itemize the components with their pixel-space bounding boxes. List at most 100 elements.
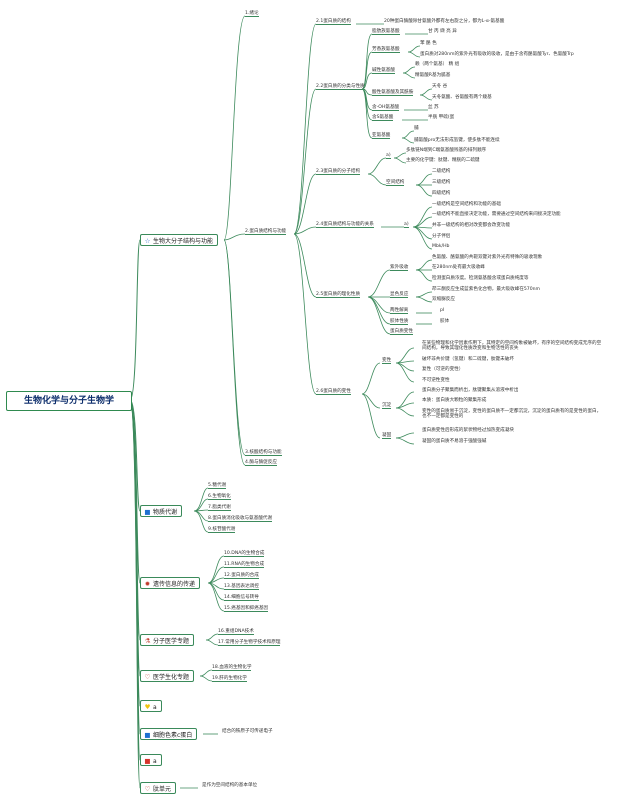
aa-sulfur[interactable]: 含S氨基酸 <box>372 115 394 122</box>
prop-color-reaction[interactable]: 显色反应 <box>390 292 409 299</box>
star-icon: ☆ <box>144 237 151 245</box>
note-text: 色氨酸、酪氨酸的共轭双键对紫外光有特殊的吸收现象 <box>432 255 543 260</box>
flag-icon: ■ <box>144 508 151 516</box>
peptide-unit-note: 是作为空间结构的基本单位 <box>202 783 258 788</box>
structure-function-a[interactable]: a) <box>404 222 409 229</box>
genetic-item[interactable]: 14.细胞信号转导 <box>224 595 259 602</box>
genetic-item[interactable]: 15.癌基因和抑癌基因 <box>224 606 269 613</box>
prop-uv-absorption[interactable]: 紫外吸收 <box>390 265 409 272</box>
section-2-2[interactable]: 2.2蛋白质的分类与性质 <box>316 84 365 91</box>
metabolism-item[interactable]: 7.脂类代谢 <box>208 505 231 512</box>
branch-metabolism[interactable]: ■物质代谢 <box>140 505 183 517</box>
note-text: 蛋白质分子聚集而析出，肽键聚集从溶液中析出 <box>422 388 519 393</box>
flag-icon: ■ <box>144 757 151 765</box>
note-text: 双缩脲反应 <box>432 297 455 302</box>
note-text: 复性（可逆的变性） <box>422 367 464 372</box>
note-text: 赖（两个氨基） 精 组 <box>415 62 460 67</box>
branch-medical-biochem[interactable]: ♡医学生化专题 <box>140 670 195 682</box>
note-text: 变性的蛋白质易于沉淀，变性的蛋白质不一定都沉淀，沉淀的蛋白质有的是变性的蛋白，也… <box>422 409 602 420</box>
note-text: 凝固的蛋白质不易溶于强酸强碱 <box>422 439 487 444</box>
flag-icon: ■ <box>144 731 151 739</box>
medbio-item[interactable]: 18.血液的生物化学 <box>212 665 252 672</box>
section-2-1[interactable]: 2.1蛋白质的结构 <box>316 19 351 26</box>
note-text: 三级结构 <box>432 180 451 185</box>
edge-root-b1 <box>129 239 141 401</box>
branch-biomacromolecules[interactable]: ☆生物大分子结构与功能 <box>140 234 219 246</box>
genetic-item[interactable]: 11.RNA的生物合成 <box>224 562 265 569</box>
molmed-item[interactable]: 16.重组DNA技术 <box>218 629 254 636</box>
note-text: 茚三酮反应生成蓝紫色化合物，最大吸收峰在570nm <box>432 287 541 292</box>
note-text: 脯氨酸pro无法形成氢键，使多肽不能连续 <box>414 138 500 143</box>
branch-a-red[interactable]: ■a <box>140 754 162 766</box>
note-text: 蛋白质对280nm的紫外光有吸收的吸收，是由于含有酪氨酸Tyr、色氨酸Trp <box>420 52 574 57</box>
aa-nonpolar[interactable]: 脂肪族氨基酸 <box>372 29 400 36</box>
genetic-item[interactable]: 12.蛋白质的合成 <box>224 573 259 580</box>
aa-imino[interactable]: 亚氨基酸 <box>372 133 391 140</box>
branch-a-yellow[interactable]: ♥a <box>140 700 162 712</box>
branch-peptide-unit[interactable]: ♡肽单元 <box>140 782 177 794</box>
branch-label: 物质代谢 <box>153 509 178 516</box>
branch-cytochrome-c[interactable]: ■细胞色素c蛋白 <box>140 728 198 740</box>
note-text: 多肽链N端到C端氨基酸残基的排列顺序 <box>406 148 487 153</box>
section-2-4[interactable]: 2.4蛋白质结构与功能的关系 <box>316 222 374 229</box>
note-text: 检测蛋白质浓度。检测氨基酸含或蛋白质纯度等 <box>432 276 529 281</box>
note-text: 天冬氨酸、谷氨酸有两个羧基 <box>432 95 492 100</box>
branch-molecular-medicine[interactable]: ⚗分子医学专题 <box>140 634 195 646</box>
branch-label: 医学生化专题 <box>153 674 190 681</box>
note-text: 并非一级结构的相对改变都会改变功能 <box>432 223 511 228</box>
metabolism-item[interactable]: 6.生物氧化 <box>208 494 231 501</box>
note-text: 不可逆性变性 <box>422 378 450 383</box>
note-text: 在280nm处有最大吸收峰 <box>432 265 485 270</box>
aa-basic[interactable]: 碱性氨基酸 <box>372 68 395 75</box>
topic-introduction[interactable]: 1.绪论 <box>245 11 259 18</box>
denature-node[interactable]: 变性 <box>382 358 392 365</box>
coagulation-node[interactable]: 凝固 <box>382 433 392 440</box>
metabolism-item[interactable]: 5.糖代谢 <box>208 483 227 490</box>
note-text: 分子伴侣 <box>432 234 451 239</box>
prop-denature[interactable]: 蛋白质变性 <box>390 329 413 336</box>
note-text: 胶体 <box>440 319 450 324</box>
gear-icon: ✹ <box>144 580 151 588</box>
section-2-6[interactable]: 2.6蛋白质的变性 <box>316 389 351 396</box>
note-text: 天冬 谷 <box>432 84 448 89</box>
flask-icon: ⚗ <box>144 637 151 645</box>
note-text: 甘 丙 缬 亮 异 <box>428 29 457 34</box>
aa-acidic[interactable]: 酸性氨基酸及其酰胺 <box>372 90 414 97</box>
topic-protein[interactable]: 2.蛋白质结构与功能 <box>245 229 287 236</box>
prop-amphoteric[interactable]: 两性解离 <box>390 308 409 315</box>
branch-label: a <box>153 758 157 765</box>
note-text: 苯 酪 色 <box>420 41 437 46</box>
note-text: 精氨酸R基为胍基 <box>415 73 451 78</box>
note-2-1: 20种蛋白酶酸除甘氨酸外都有左右旋之分，都为L-α-氨基酸 <box>384 19 505 24</box>
structure-spatial[interactable]: 空间结构 <box>386 180 405 187</box>
topic-nucleic-acid[interactable]: 3.核酸结构与功能 <box>245 450 282 457</box>
edge-root-b9 <box>129 399 141 789</box>
structure-primary[interactable]: a) <box>386 153 391 160</box>
section-2-5[interactable]: 2.5蛋白质的理化性质 <box>316 292 361 299</box>
note-text: 半胱 甲硫(蛋 <box>428 115 455 120</box>
branch-label: 遗传信息的传递 <box>153 581 196 588</box>
note-text: 四级结构 <box>432 191 451 196</box>
note-text: 在某些物理和化学因素作用下，其特定的空间构象被破坏，有序的空间结构变成无序的空间… <box>422 341 602 352</box>
root-node[interactable]: 生物化学与分子生物学 <box>6 391 132 411</box>
note-text: 二级结构 <box>432 169 451 174</box>
aa-aromatic[interactable]: 芳香族氨基酸 <box>372 47 400 54</box>
precipitation-node[interactable]: 沉淀 <box>382 403 392 410</box>
metabolism-item[interactable]: 8.蛋白质消化吸收与氨基酸代谢 <box>208 516 273 523</box>
topic-enzymes[interactable]: 4.酶与酶促反应 <box>245 460 277 467</box>
molmed-item[interactable]: 17.常用分子生物学技术和原理 <box>218 640 281 647</box>
metabolism-item[interactable]: 9.核苷酸代谢 <box>208 527 236 534</box>
branch-genetic-info[interactable]: ✹遗传信息的传递 <box>140 577 201 589</box>
genetic-item[interactable]: 13.基因表达调控 <box>224 584 259 591</box>
prop-colloid[interactable]: 胶体性质 <box>390 319 409 326</box>
aa-hydroxyl[interactable]: 含-OH氨基酸 <box>372 105 400 112</box>
cytochrome-note: 结合的铁原子可传递电子 <box>222 729 273 734</box>
heart-icon: ♥ <box>144 703 151 711</box>
note-text: 破坏非共价键（氢键）和二硫键，肽键未破坏 <box>422 357 514 362</box>
genetic-item[interactable]: 10.DNA的生物合成 <box>224 551 265 558</box>
branch-label: a <box>153 704 157 711</box>
medbio-item[interactable]: 19.肝的生物化学 <box>212 676 247 683</box>
note-text: Mbk/Hb <box>432 244 450 249</box>
section-2-3[interactable]: 2.3蛋白质的分子结构 <box>316 169 361 176</box>
